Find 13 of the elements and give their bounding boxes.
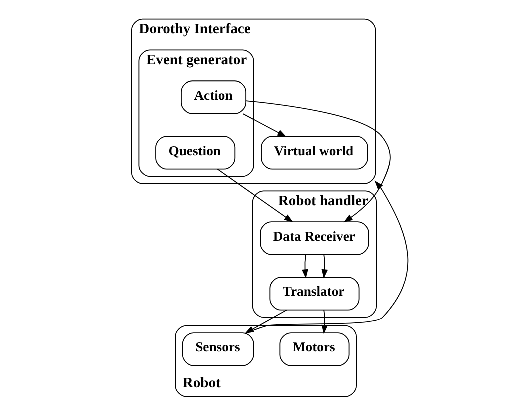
arrow: [246, 180, 408, 334]
arrow: [245, 100, 390, 223]
arrow: [321, 310, 328, 334]
node-box: Motors: [279, 332, 350, 366]
node-box: Virtual world: [260, 136, 368, 170]
node-box: Sensors: [182, 332, 254, 366]
arrow: [302, 254, 308, 279]
node-box: Action: [180, 80, 246, 114]
node-box: Translator: [269, 277, 360, 311]
arrow: [321, 254, 328, 279]
node-box: Data Receiver: [260, 222, 369, 256]
node-box: Question: [155, 136, 236, 170]
arrow: [242, 113, 286, 138]
